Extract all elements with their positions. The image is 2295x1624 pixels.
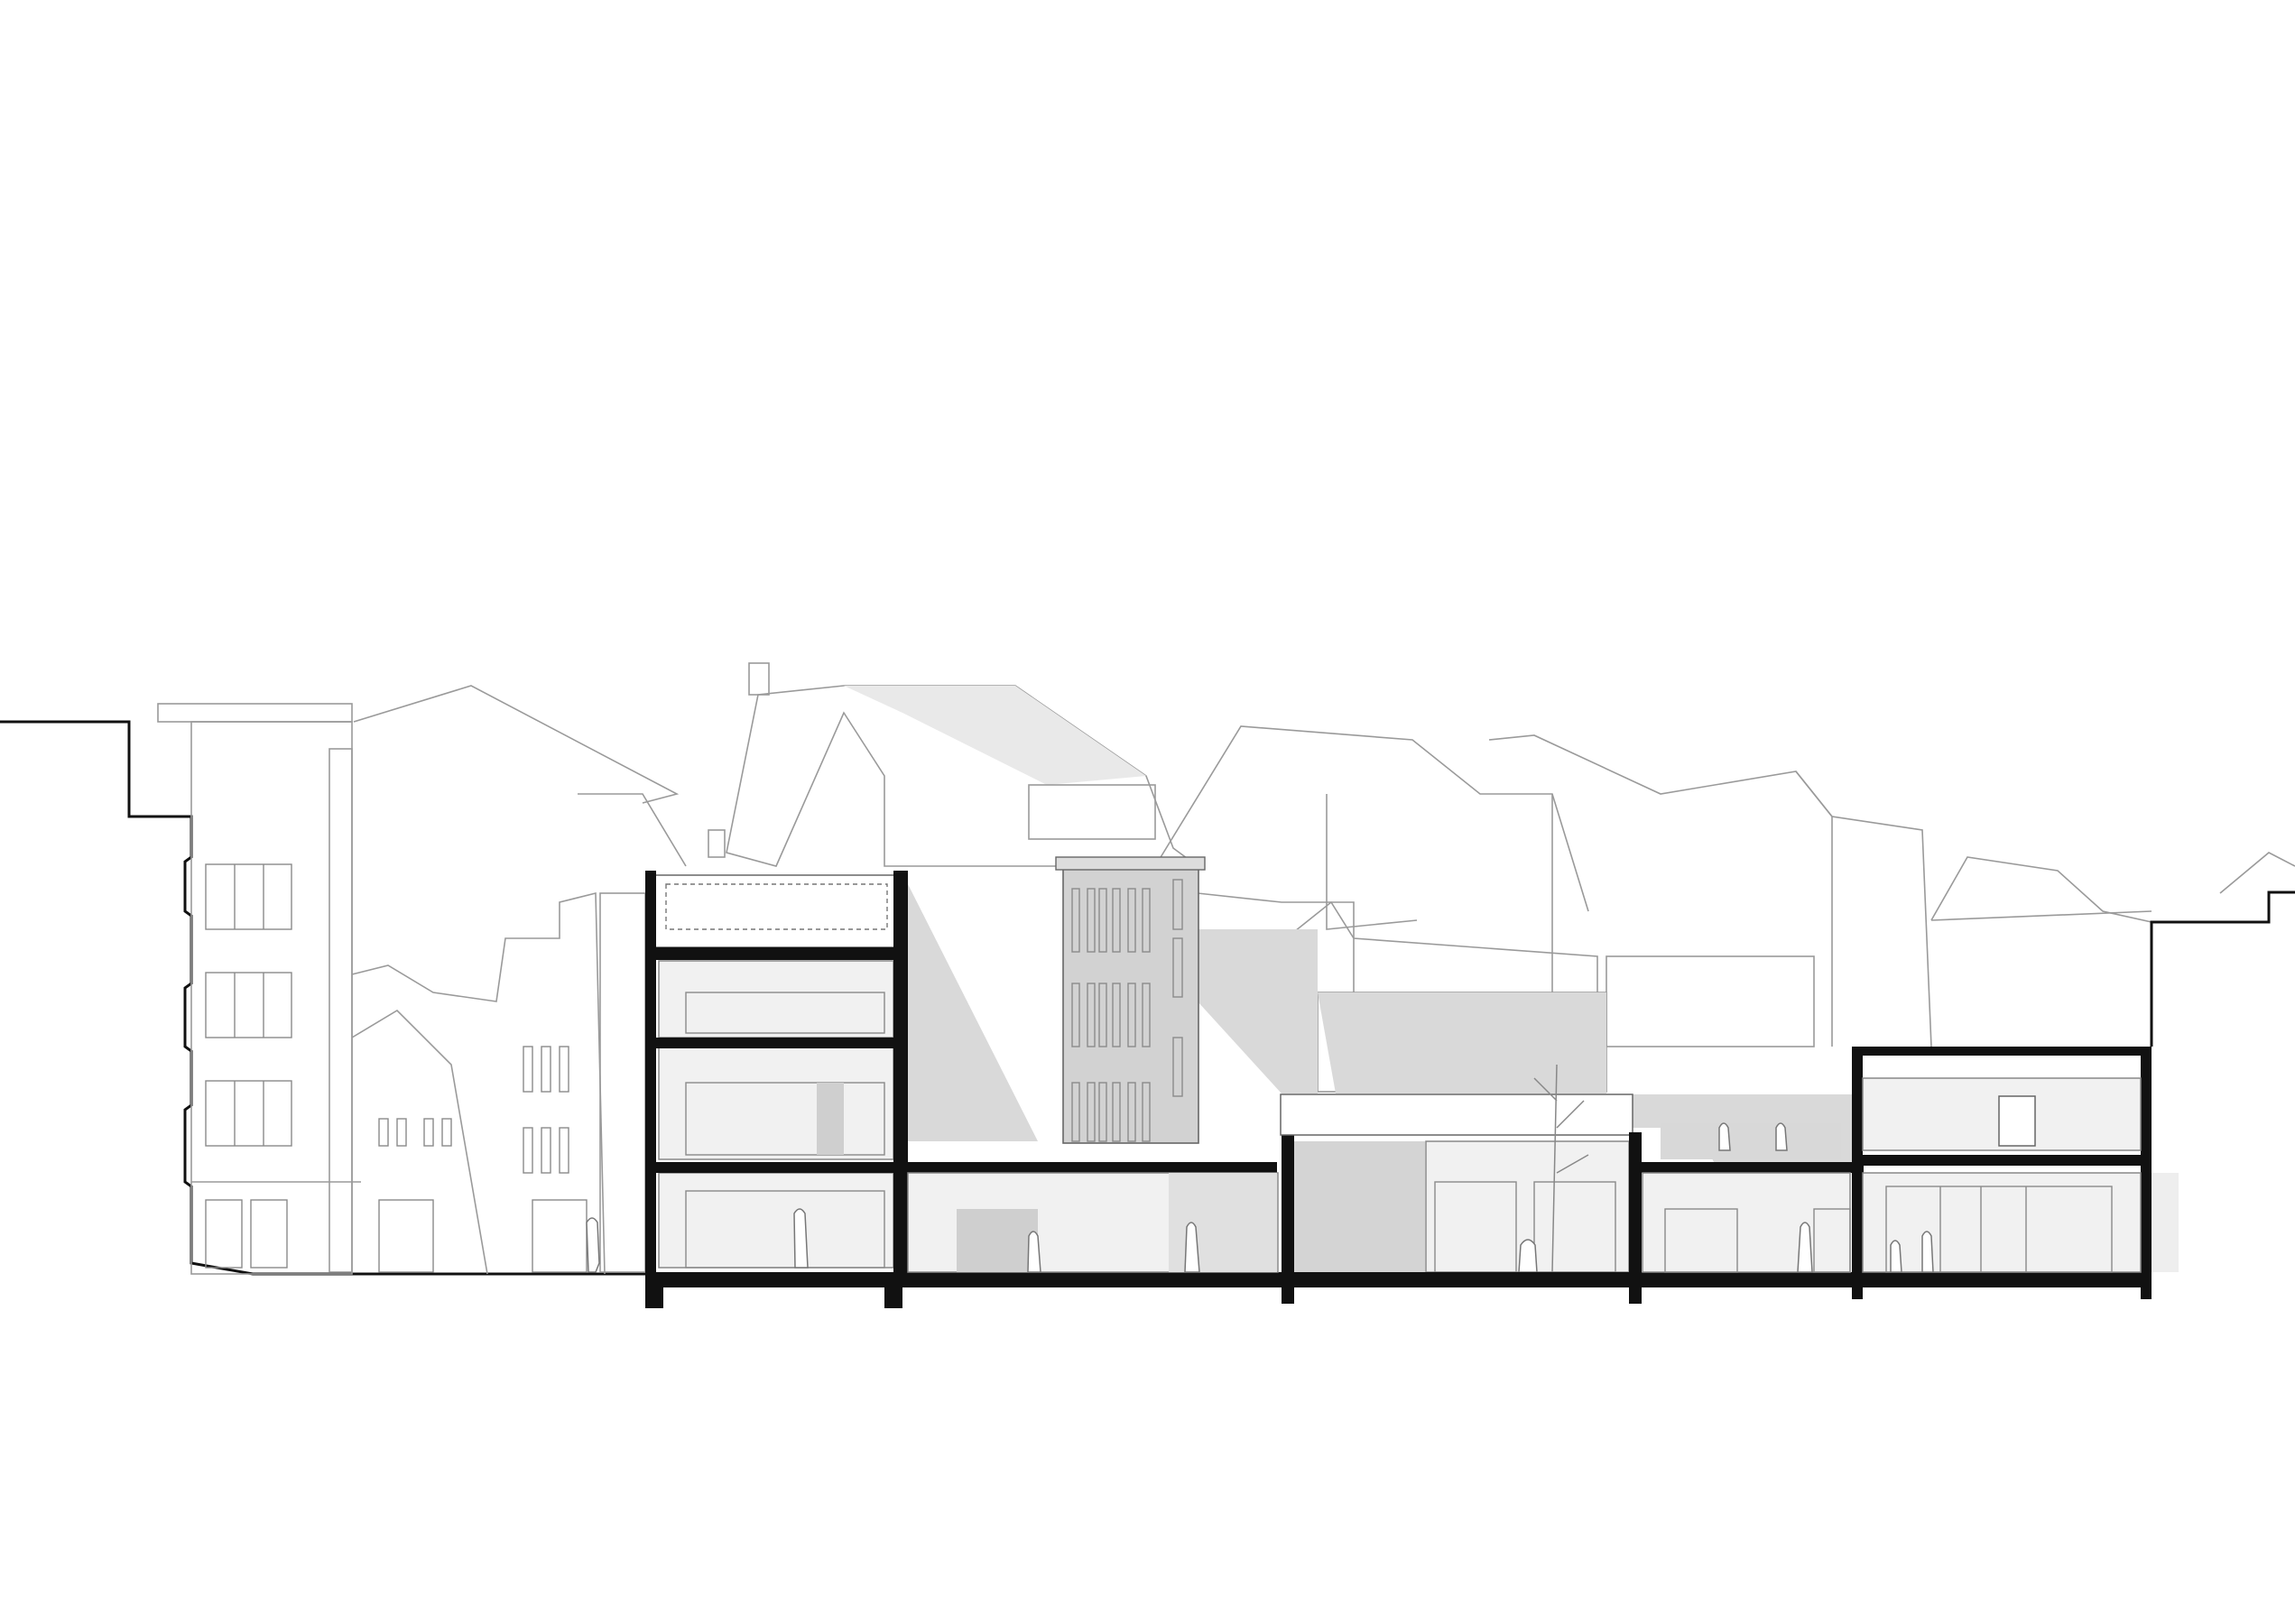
section-building-right [1852, 890, 2295, 1299]
person-child [1890, 1240, 1902, 1273]
left-street-elevation [0, 703, 646, 1276]
person [1797, 1222, 1813, 1273]
person-with-dog [586, 1217, 600, 1273]
person [1184, 1222, 1200, 1273]
person-crouching [1518, 1239, 1538, 1273]
grey-tower [1055, 856, 1206, 1144]
gabled-house [708, 662, 1200, 867]
person [1027, 1231, 1041, 1273]
courtyard-section [1280, 1064, 2148, 1304]
person-seated [1775, 1122, 1788, 1151]
person [1921, 1231, 1934, 1273]
person [793, 1208, 809, 1269]
section-building-tall [645, 871, 1286, 1308]
person-seated [1718, 1122, 1731, 1151]
